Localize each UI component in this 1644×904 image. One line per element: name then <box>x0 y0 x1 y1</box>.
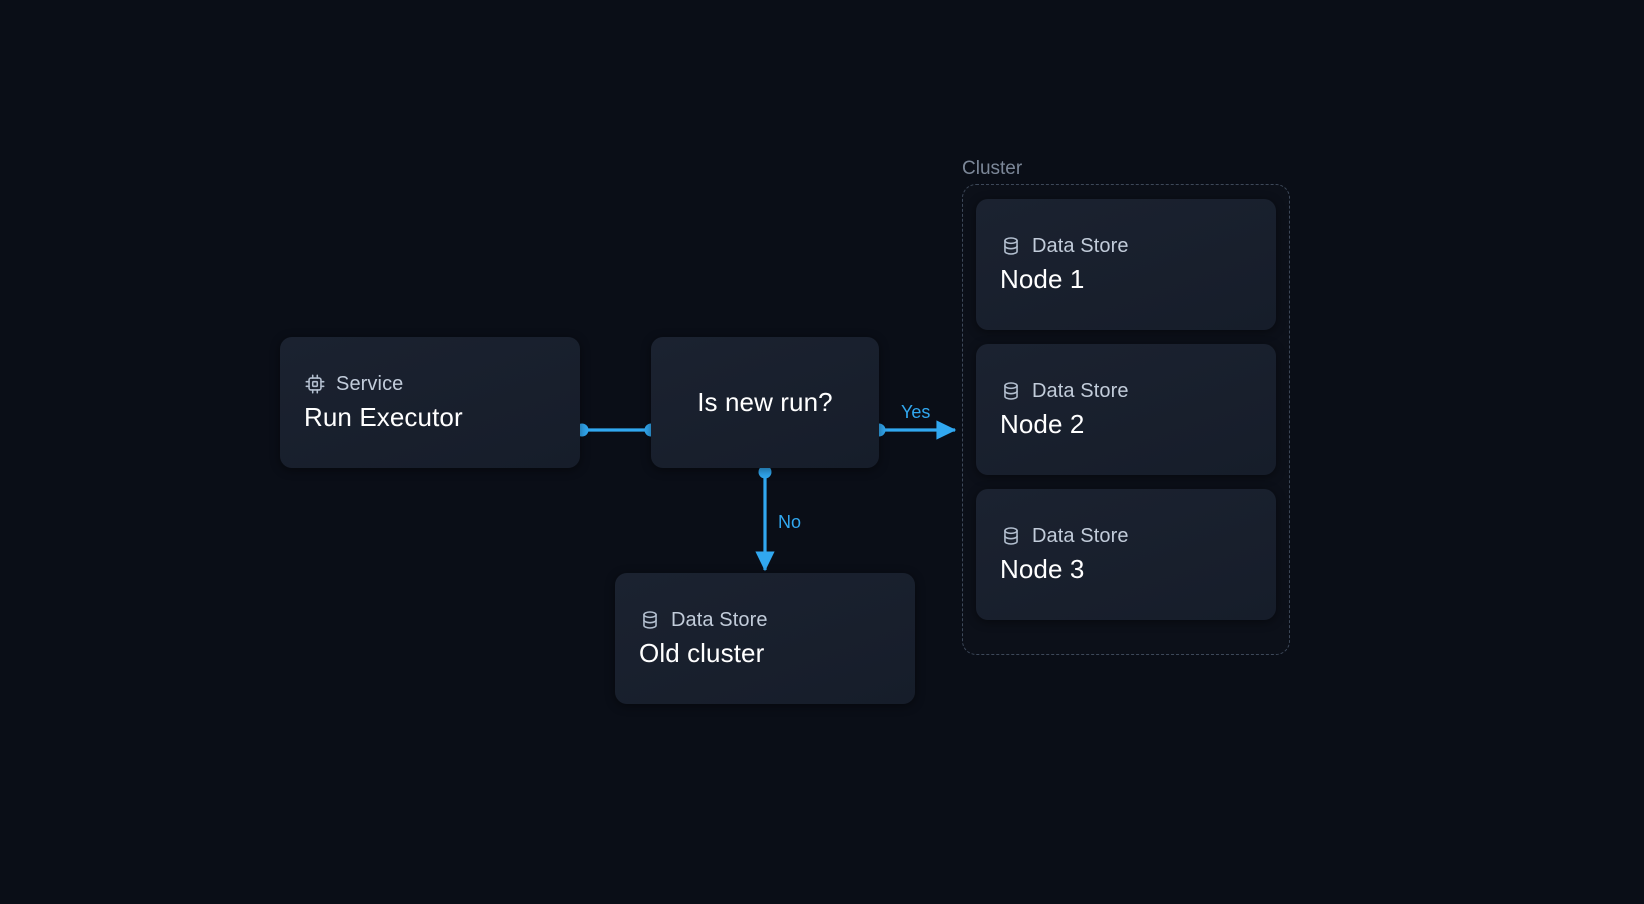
node-node-1-title: Node 1 <box>1000 263 1085 294</box>
node-node-3-kind: Data Store <box>1032 524 1129 547</box>
node-node-3-title: Node 3 <box>1000 553 1085 584</box>
node-old-cluster[interactable]: Data Store Old cluster <box>615 573 915 704</box>
edge-label-no: No <box>778 512 802 532</box>
node-old-cluster-title: Old cluster <box>639 637 765 668</box>
database-icon <box>639 609 661 631</box>
edge-label-yes: Yes <box>901 402 931 422</box>
node-is-new-run[interactable]: Is new run? <box>651 337 879 468</box>
node-run-executor[interactable]: Service Run Executor <box>280 337 580 468</box>
node-node-2[interactable]: Data Store Node 2 <box>976 344 1276 475</box>
node-old-cluster-kind: Data Store <box>671 608 768 631</box>
node-node-1[interactable]: Data Store Node 1 <box>976 199 1276 330</box>
database-icon <box>1000 235 1022 257</box>
node-run-executor-kind: Service <box>336 372 404 395</box>
node-node-1-kind: Data Store <box>1032 234 1129 257</box>
cluster-group-label: Cluster <box>962 158 1023 179</box>
cluster-group <box>962 184 1290 655</box>
database-icon <box>1000 380 1022 402</box>
node-node-1-head: Data Store <box>1000 235 1252 258</box>
node-run-executor-title: Run Executor <box>304 401 463 432</box>
database-icon <box>1000 525 1022 547</box>
node-old-cluster-head: Data Store <box>639 609 891 632</box>
edge-decision-to-node-2 <box>872 420 957 440</box>
node-is-new-run-title: Is new run? <box>697 387 833 417</box>
cpu-icon <box>304 373 326 395</box>
edge-decision-to-old-cluster <box>755 465 775 572</box>
node-node-3-head: Data Store <box>1000 525 1252 548</box>
node-node-2-kind: Data Store <box>1032 379 1129 402</box>
edge-run-executor-to-decision <box>575 423 658 437</box>
node-node-2-title: Node 2 <box>1000 408 1085 439</box>
node-run-executor-head: Service <box>304 373 556 396</box>
node-node-2-head: Data Store <box>1000 380 1252 403</box>
node-node-3[interactable]: Data Store Node 3 <box>976 489 1276 620</box>
